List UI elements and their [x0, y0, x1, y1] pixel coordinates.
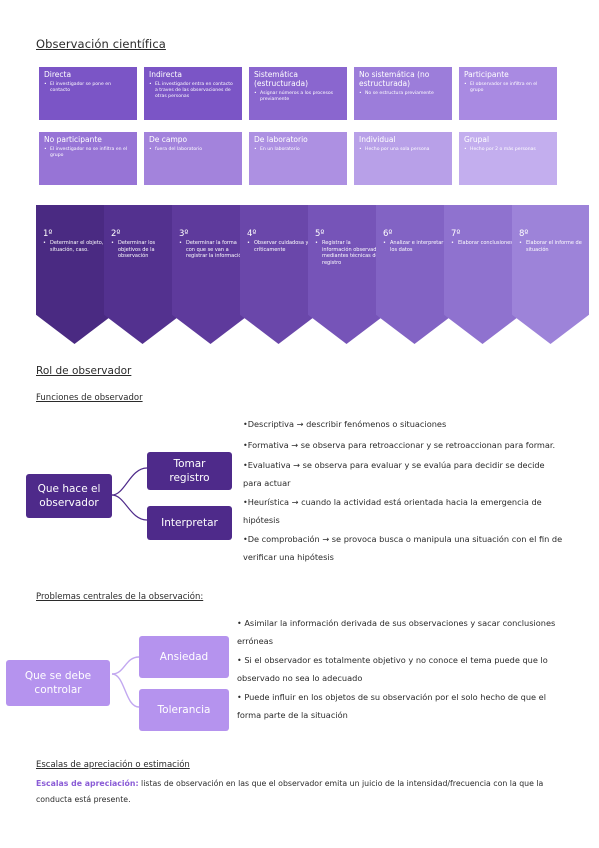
map2-center-node: Que se debe controlar — [6, 660, 110, 706]
subsection-title-problemas: Problemas centrales de la observación: — [36, 592, 204, 602]
step-2: 2º Determinar los objetivos de la observ… — [104, 205, 181, 344]
step-desc: Determinar la forma con que se van a reg… — [179, 240, 245, 260]
step-number: 4º — [247, 229, 257, 239]
escalas-text: listas de observación en las que el obse… — [36, 779, 544, 804]
type-desc: El investigador no se infiltra en el gru… — [44, 147, 132, 159]
escalas-term: Escalas de apreciación: — [36, 779, 139, 788]
type-desc: El investigador se pone en contacto — [44, 82, 132, 94]
type-title: Sistemática (estructurada) — [254, 70, 309, 88]
type-box-sistematica: Sistemática (estructurada) Asignar númer… — [249, 67, 347, 120]
step-number: 6º — [383, 229, 393, 239]
type-title: No sistemática (no estructurada) — [359, 70, 430, 88]
type-box-participante: Participante El observador se infiltra e… — [459, 67, 557, 120]
map2-branch-ansiedad: Ansiedad — [139, 636, 229, 678]
step-number: 8º — [519, 229, 529, 239]
step-number: 1º — [43, 229, 53, 239]
step-8: 8º Elaborar el informe de situación — [512, 205, 589, 344]
map2-branch-tolerancia: Tolerancia — [139, 689, 229, 731]
step-desc: Determinar los objetivos de la observaci… — [111, 240, 177, 260]
type-title: Directa — [44, 70, 72, 79]
step-desc: Determinar el objeto, situación, caso. — [43, 240, 109, 253]
list-item: • Si el observador es totalmente objetiv… — [237, 655, 548, 683]
type-box-directa: Directa El investigador se pone en conta… — [39, 67, 137, 120]
step-4: 4º Observar cuidadosa y críticamente — [240, 205, 317, 344]
step-1: 1º Determinar el objeto, situación, caso… — [36, 205, 113, 344]
map1-branch-interpretar: Interpretar — [147, 506, 232, 540]
escalas-paragraph: Escalas de apreciación: listas de observ… — [36, 776, 556, 808]
step-3: 3º Determinar la forma con que se van a … — [172, 205, 249, 344]
list-item: •Descriptiva → describir fenómenos o sit… — [243, 419, 447, 429]
step-desc: Analizar e interpretar los datos — [383, 240, 449, 253]
step-number: 2º — [111, 229, 121, 239]
type-box-no-participante: No participante El investigador no se in… — [39, 132, 137, 185]
type-box-grupal: Grupal Hecho por 2 o más personas — [459, 132, 557, 185]
type-desc: Hecho por una sola persona — [359, 147, 447, 153]
type-desc: El observador se infiltra en el grupo — [464, 82, 552, 94]
type-title: De laboratorio — [254, 135, 308, 144]
map1-branch-tomar-registro: Tomar registro — [147, 452, 232, 490]
type-desc: En un laboratorio — [254, 147, 342, 153]
section-title-rol: Rol de observador — [36, 365, 132, 377]
type-box-de-laboratorio: De laboratorio En un laboratorio — [249, 132, 347, 185]
list-item: •Heurística → cuando la actividad está o… — [243, 497, 542, 525]
type-box-no-sistematica: No sistemática (no estructurada) No se e… — [354, 67, 452, 120]
step-number: 3º — [179, 229, 189, 239]
type-title: No participante — [44, 135, 102, 144]
step-number: 7º — [451, 229, 461, 239]
list-item: •Evaluativa → se observa para evaluar y … — [243, 460, 545, 488]
type-title: De campo — [149, 135, 188, 144]
type-desc: No se estructura previamente — [359, 91, 447, 97]
list-item: •De comprobación → se provoca busca o ma… — [243, 534, 563, 562]
funciones-list: •Descriptiva → describir fenómenos o sit… — [243, 416, 563, 568]
problemas-list: • Asimilar la información derivada de su… — [237, 615, 563, 726]
type-box-individual: Individual Hecho por una sola persona — [354, 132, 452, 185]
step-desc: Registrar la información observada media… — [315, 240, 381, 266]
step-desc: Elaborar conclusiones — [451, 240, 517, 247]
type-title: Grupal — [464, 135, 490, 144]
step-desc: Elaborar el informe de situación — [519, 240, 585, 253]
step-6: 6º Analizar e interpretar los datos — [376, 205, 453, 344]
step-5: 5º Registrar la información observada me… — [308, 205, 385, 344]
list-item: • Puede influir en los objetos de su obs… — [237, 692, 546, 720]
map1-center-node: Que hace el observador — [26, 474, 112, 518]
step-desc: Observar cuidadosa y críticamente — [247, 240, 313, 253]
type-box-de-campo: De campo fuera del laboratorio — [144, 132, 242, 185]
type-desc: fuera del laboratorio — [149, 147, 237, 153]
list-item: • Asimilar la información derivada de su… — [237, 618, 556, 646]
step-number: 5º — [315, 229, 325, 239]
page-title: Observación científica — [36, 37, 166, 51]
type-title: Individual — [359, 135, 396, 144]
type-title: Participante — [464, 70, 509, 79]
list-item: •Formativa → se observa para retroaccion… — [243, 439, 556, 450]
subsection-title-funciones: Funciones de observador — [36, 393, 143, 403]
type-box-indirecta: Indirecta EL investigador entra en conta… — [144, 67, 242, 120]
type-desc: Asignar números a los procesos previamen… — [254, 91, 342, 103]
type-desc: Hecho por 2 o más personas — [464, 147, 552, 153]
type-desc: EL investigador entra en contacto a trav… — [149, 82, 237, 100]
step-7: 7º Elaborar conclusiones — [444, 205, 521, 344]
subsection-title-escalas: Escalas de apreciación o estimación — [36, 760, 190, 770]
type-title: Indirecta — [149, 70, 183, 79]
